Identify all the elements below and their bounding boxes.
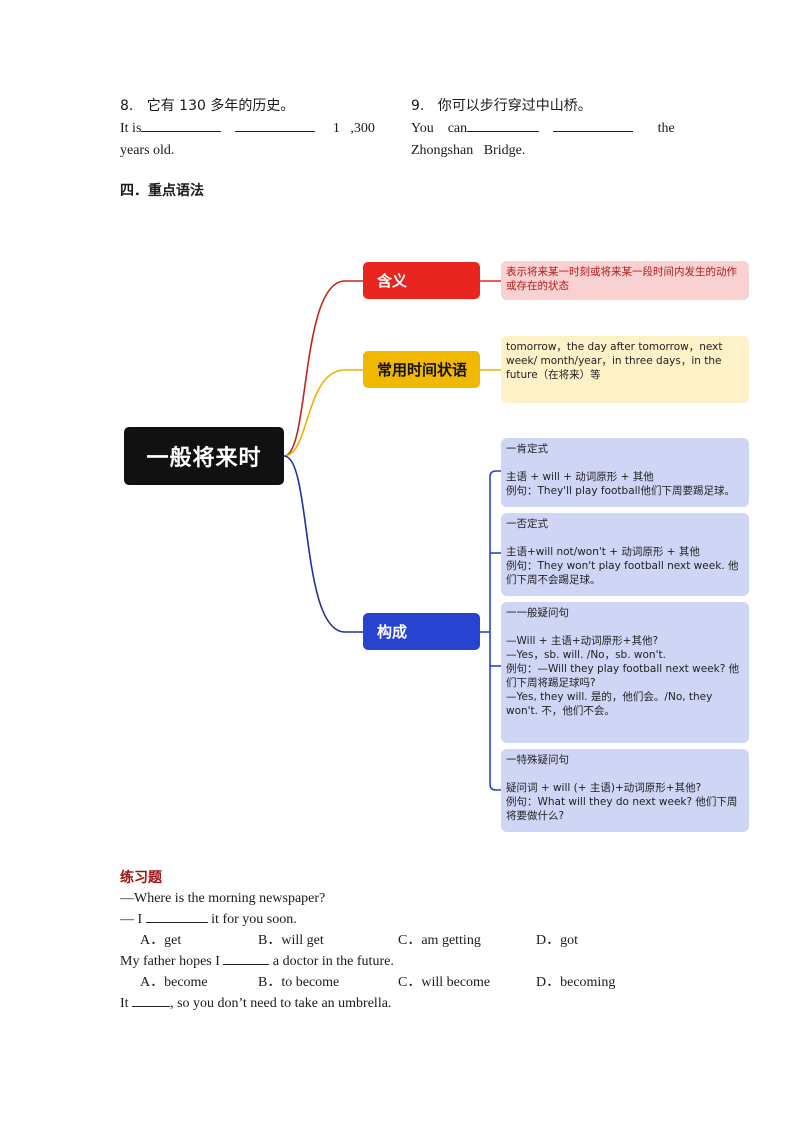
answer-blank[interactable] xyxy=(235,119,316,132)
q1-line1: —Where is the morning newspaper? xyxy=(120,891,326,906)
q2-text-end: a doctor in the future. xyxy=(272,954,394,969)
answer-blank[interactable] xyxy=(467,119,540,132)
item-8-text-start: It is xyxy=(120,121,142,136)
connector-structure xyxy=(283,455,363,633)
option-b[interactable]: B．will get xyxy=(258,933,324,948)
q2-line: My father hopes I a doctor in the future… xyxy=(120,951,394,972)
option-b[interactable]: B．to become xyxy=(258,975,340,990)
q3-text-start: It xyxy=(120,996,129,1011)
branch-meaning: 含义 xyxy=(363,262,480,299)
q2-options: A．become B．to become C．will become D．becomi… xyxy=(140,972,660,993)
branch-time-adverbials: 常用时间状语 xyxy=(363,351,480,388)
connector-meaning xyxy=(283,280,363,457)
form-example: 例句：What will they do next week? 他们下周将要做什… xyxy=(506,796,738,822)
meaning-description: 表示将来某一时刻或将来某一段时间内发生的动作或存在的状态 xyxy=(501,261,749,300)
connector-structure-bracket xyxy=(489,470,501,791)
form-example-answer: —Yes, they will. 是的，他们会。/No, they won't.… xyxy=(506,691,713,717)
q3-line: It , so you don’t need to take an umbrel… xyxy=(120,993,391,1014)
item-8-chinese: 它有 130 多年的历史。 xyxy=(146,98,295,114)
answer-blank[interactable] xyxy=(553,119,634,132)
form-example: 例句：—Will they play football next week? 他… xyxy=(506,663,740,689)
option-d[interactable]: D．got xyxy=(536,933,578,948)
q1-line2: — I it for you soon. xyxy=(120,909,297,930)
answer-blank[interactable] xyxy=(223,952,270,965)
q1-text-start: — I xyxy=(120,912,143,927)
q3-text-end: , so you don’t need to take an umbrella. xyxy=(170,996,392,1011)
form-line: 主语 + will + 动词原形 + 其他 xyxy=(506,471,654,483)
option-c[interactable]: C．will become xyxy=(398,975,491,990)
form-line: 疑问词 + will (+ 主语)+动词原形+其他? xyxy=(506,782,702,794)
option-c[interactable]: C．am getting xyxy=(398,933,481,948)
item-8-prompt: 8. 它有 130 多年的历史。 xyxy=(120,96,294,117)
answer-blank[interactable] xyxy=(141,119,222,132)
item-9-chinese: 你可以步行穿过中山桥。 xyxy=(437,98,592,114)
form-title: 一否定式 xyxy=(506,518,548,530)
q2-text-start: My father hopes I xyxy=(120,954,220,969)
form-example: 例句：They'll play football他们下周要踢足球。 xyxy=(506,485,735,497)
item-9-number: 9. xyxy=(411,98,425,114)
item-9-text-end: the xyxy=(657,121,675,136)
answer-blank[interactable] xyxy=(132,994,171,1007)
item-8-text-mid: 1 xyxy=(332,121,340,136)
form-line: —Will + 主语+动词原形+其他? xyxy=(506,635,659,647)
item-8-number: 8. xyxy=(120,98,134,114)
item-8-line1: It is 1 ,300 xyxy=(120,118,375,139)
q1-text-end: it for you soon. xyxy=(211,912,297,927)
item-8-line2: years old. xyxy=(120,143,175,158)
item-9-text-start: You can xyxy=(411,121,468,136)
form-title: 一一般疑问句 xyxy=(506,607,569,619)
form-general-question: 一一般疑问句 —Will + 主语+动词原形+其他? —Yes，sb. will… xyxy=(501,602,749,743)
mindmap-root: 一般将来时 xyxy=(124,427,284,485)
form-line: 主语+will not/won't + 动词原形 + 其他 xyxy=(506,546,700,558)
item-8-text-end: ,300 xyxy=(350,121,375,136)
branch-structure: 构成 xyxy=(363,613,480,650)
answer-blank[interactable] xyxy=(145,910,208,923)
form-special-question: 一特殊疑问句 疑问词 + will (+ 主语)+动词原形+其他? 例句：Wha… xyxy=(501,749,749,832)
form-negative: 一否定式 主语+will not/won't + 动词原形 + 其他 例句：Th… xyxy=(501,513,749,596)
item-9-prompt: 9. 你可以步行穿过中山桥。 xyxy=(411,96,592,117)
q1-options: A．get B．will get C．am getting D．got xyxy=(140,930,660,951)
option-d[interactable]: D．becoming xyxy=(536,975,616,990)
option-a[interactable]: A．get xyxy=(140,933,182,948)
form-example: 例句：They won't play football next week. 他… xyxy=(506,560,739,586)
form-title: 一特殊疑问句 xyxy=(506,754,569,766)
exercise-heading: 练习题 xyxy=(120,870,162,886)
item-9-line1: You can the xyxy=(411,118,675,139)
section-heading: 四．重点语法 xyxy=(120,183,204,199)
item-9-line2: Zhongshan Bridge. xyxy=(411,143,526,158)
form-affirmative: 一肯定式 主语 + will + 动词原形 + 其他 例句：They'll pl… xyxy=(501,438,749,507)
option-a[interactable]: A．become xyxy=(140,975,208,990)
form-title: 一肯定式 xyxy=(506,443,548,455)
connector-time xyxy=(283,369,363,457)
form-line: —Yes，sb. will. /No，sb. won't. xyxy=(506,649,666,661)
time-adverbials-list: tomorrow，the day after tomorrow，next wee… xyxy=(501,336,749,403)
